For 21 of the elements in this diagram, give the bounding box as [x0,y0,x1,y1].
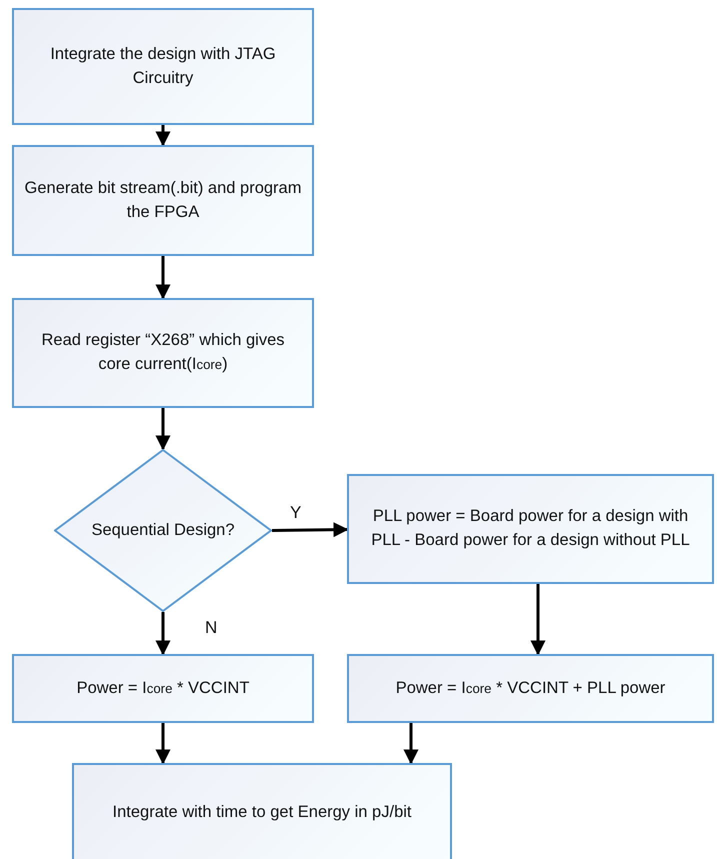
node-text: Generate bit stream(.bit) and program the FPGA [24,178,302,222]
process-box [72,763,452,859]
process-box [12,298,314,408]
arrow [156,612,170,656]
node-text: Integrate with time to get Energy in pJ/bit [112,802,412,824]
arrow [530,584,546,656]
process-box [12,654,314,723]
decision-diamond [54,449,272,612]
process-box [347,654,714,723]
node-text: Sequential Design? [90,520,236,541]
process-box [12,145,314,256]
process-box [12,8,314,125]
arrow [156,256,170,300]
arrow [156,723,170,764]
node-text: Integrate the design with JTAG Circuitry [49,44,277,88]
arrow [404,723,418,764]
arrow [156,408,170,450]
process-box [347,474,714,584]
arrow [272,522,348,538]
arrow [156,125,170,146]
node-text: PLL power = Board power for a design with PLL - Board power for a design without PLL [370,506,691,551]
